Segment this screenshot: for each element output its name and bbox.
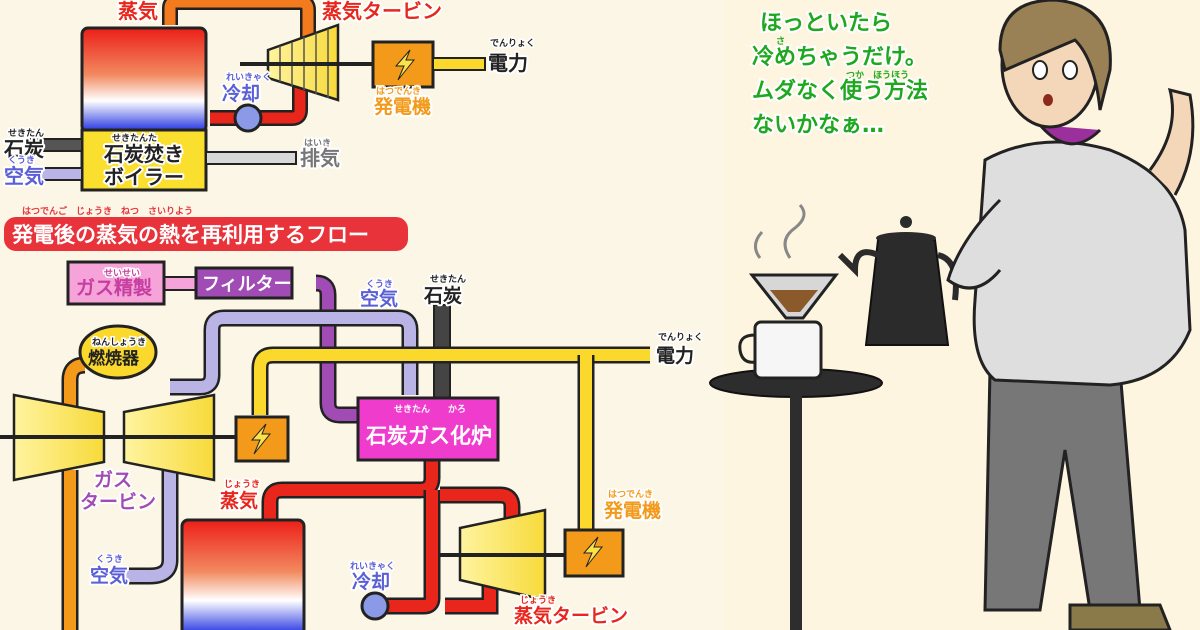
coffee-mug bbox=[738, 203, 840, 380]
bottom-air2-ruby: くうき bbox=[96, 554, 123, 565]
steam-turbine-bottom bbox=[440, 508, 570, 602]
speech-line-2-ruby: さ bbox=[776, 36, 785, 47]
boiler-tank bbox=[80, 26, 208, 134]
bottom-air-label: 空気 bbox=[360, 287, 398, 310]
speech-line-2: 冷めちゃうだけ。 bbox=[752, 44, 927, 70]
bottom-generator-label: 発電機 bbox=[603, 499, 661, 522]
character-illustration bbox=[946, 0, 1195, 630]
bottom-air-ruby: くうき bbox=[366, 279, 393, 290]
bottom-diagram bbox=[0, 260, 650, 630]
gas-refining-box bbox=[66, 260, 166, 306]
gas-turbine bbox=[0, 393, 240, 482]
top-steam-label: 蒸気 bbox=[118, 0, 158, 23]
gas-refining-ruby: せいせい bbox=[104, 268, 140, 279]
speech-line-1: ほっといたら bbox=[760, 11, 892, 36]
bottom-power-label: 電力 bbox=[656, 344, 694, 367]
speech-line-4: ないかなぁ… bbox=[752, 113, 884, 138]
top-air-ruby: くうき bbox=[8, 155, 35, 166]
boiler-base bbox=[80, 128, 208, 192]
top-cooling-label: 冷却 bbox=[222, 82, 260, 105]
combustor-icon bbox=[78, 324, 158, 380]
speech-line-3: ムダなく使う方法 bbox=[752, 78, 928, 104]
bottom-steam-turbine-label: 蒸気タービン bbox=[514, 604, 628, 627]
bottom-generator-ruby: はつでんき bbox=[608, 489, 653, 500]
top-power-label: 電力 bbox=[488, 51, 528, 75]
top-generator-label: 発電機 bbox=[373, 95, 431, 118]
top-power-ruby: でんりょく bbox=[490, 38, 535, 49]
top-cooling-ruby: れいきゃく bbox=[226, 72, 271, 83]
gasifier-ruby: せきたん かろ bbox=[394, 404, 466, 415]
bottom-steam-label: 蒸気 bbox=[220, 489, 258, 512]
lightning-icon bbox=[394, 49, 416, 81]
bottom-cooling-ruby: れいきゃく bbox=[350, 561, 395, 572]
bottom-air2-label: 空気 bbox=[90, 564, 128, 587]
bottom-coal-ruby: せきたん bbox=[430, 274, 466, 285]
bottom-power-ruby: でんりょく bbox=[658, 332, 703, 343]
speech-line-3-ruby: つか ほうほう bbox=[846, 70, 909, 81]
top-steam-turbine-label: 蒸気タービン bbox=[322, 0, 442, 23]
top-diagram bbox=[29, 0, 486, 192]
filter-box bbox=[194, 266, 294, 300]
gas-turbine-line1: ガス bbox=[94, 469, 132, 491]
bottom-cooling-label: 冷却 bbox=[352, 570, 390, 593]
cafe-table bbox=[709, 368, 883, 630]
top-generator-ruby: はつでんき bbox=[376, 86, 421, 97]
pump-icon-bottom bbox=[360, 591, 390, 621]
top-coal-label: 石炭 bbox=[3, 137, 44, 161]
bottom-coal-label: 石炭 bbox=[423, 285, 462, 307]
filter-label: フィルター bbox=[202, 274, 292, 295]
top-coal-ruby: せきたん bbox=[8, 128, 44, 139]
top-exhaust-label: 排気 bbox=[300, 146, 340, 170]
banner-ruby: はつでんご じょうき ねつ さいりよう bbox=[22, 205, 193, 217]
pump-icon bbox=[233, 103, 263, 133]
combustor-ruby: ねんしょうき bbox=[92, 337, 146, 348]
boiler-line1-ruby: せきたんた bbox=[112, 133, 157, 144]
boiler-line2: ボイラー bbox=[104, 165, 184, 189]
combustor-label: 燃焼器 bbox=[88, 348, 140, 369]
heat-recovery-boiler bbox=[180, 518, 306, 630]
top-air-label: 空気 bbox=[4, 164, 44, 188]
bottom-steam-turbine-ruby: じょうき bbox=[520, 595, 556, 606]
gasifier-box bbox=[356, 396, 500, 462]
gas-turbine-line2: タービン bbox=[80, 491, 156, 513]
boiler-line1: 石炭焚き bbox=[103, 142, 184, 166]
top-exhaust-ruby: はいき bbox=[304, 138, 331, 149]
flow-banner bbox=[4, 217, 408, 251]
steam-turbine-top bbox=[240, 23, 375, 102]
bottom-steam-ruby: じょうき bbox=[224, 479, 260, 490]
gas-refining-label: ガス精製 bbox=[76, 276, 152, 299]
banner-title: 発電後の蒸気の熱を再利用するフロー bbox=[11, 223, 369, 247]
gasifier-label: 石炭ガス化炉 bbox=[365, 424, 492, 448]
